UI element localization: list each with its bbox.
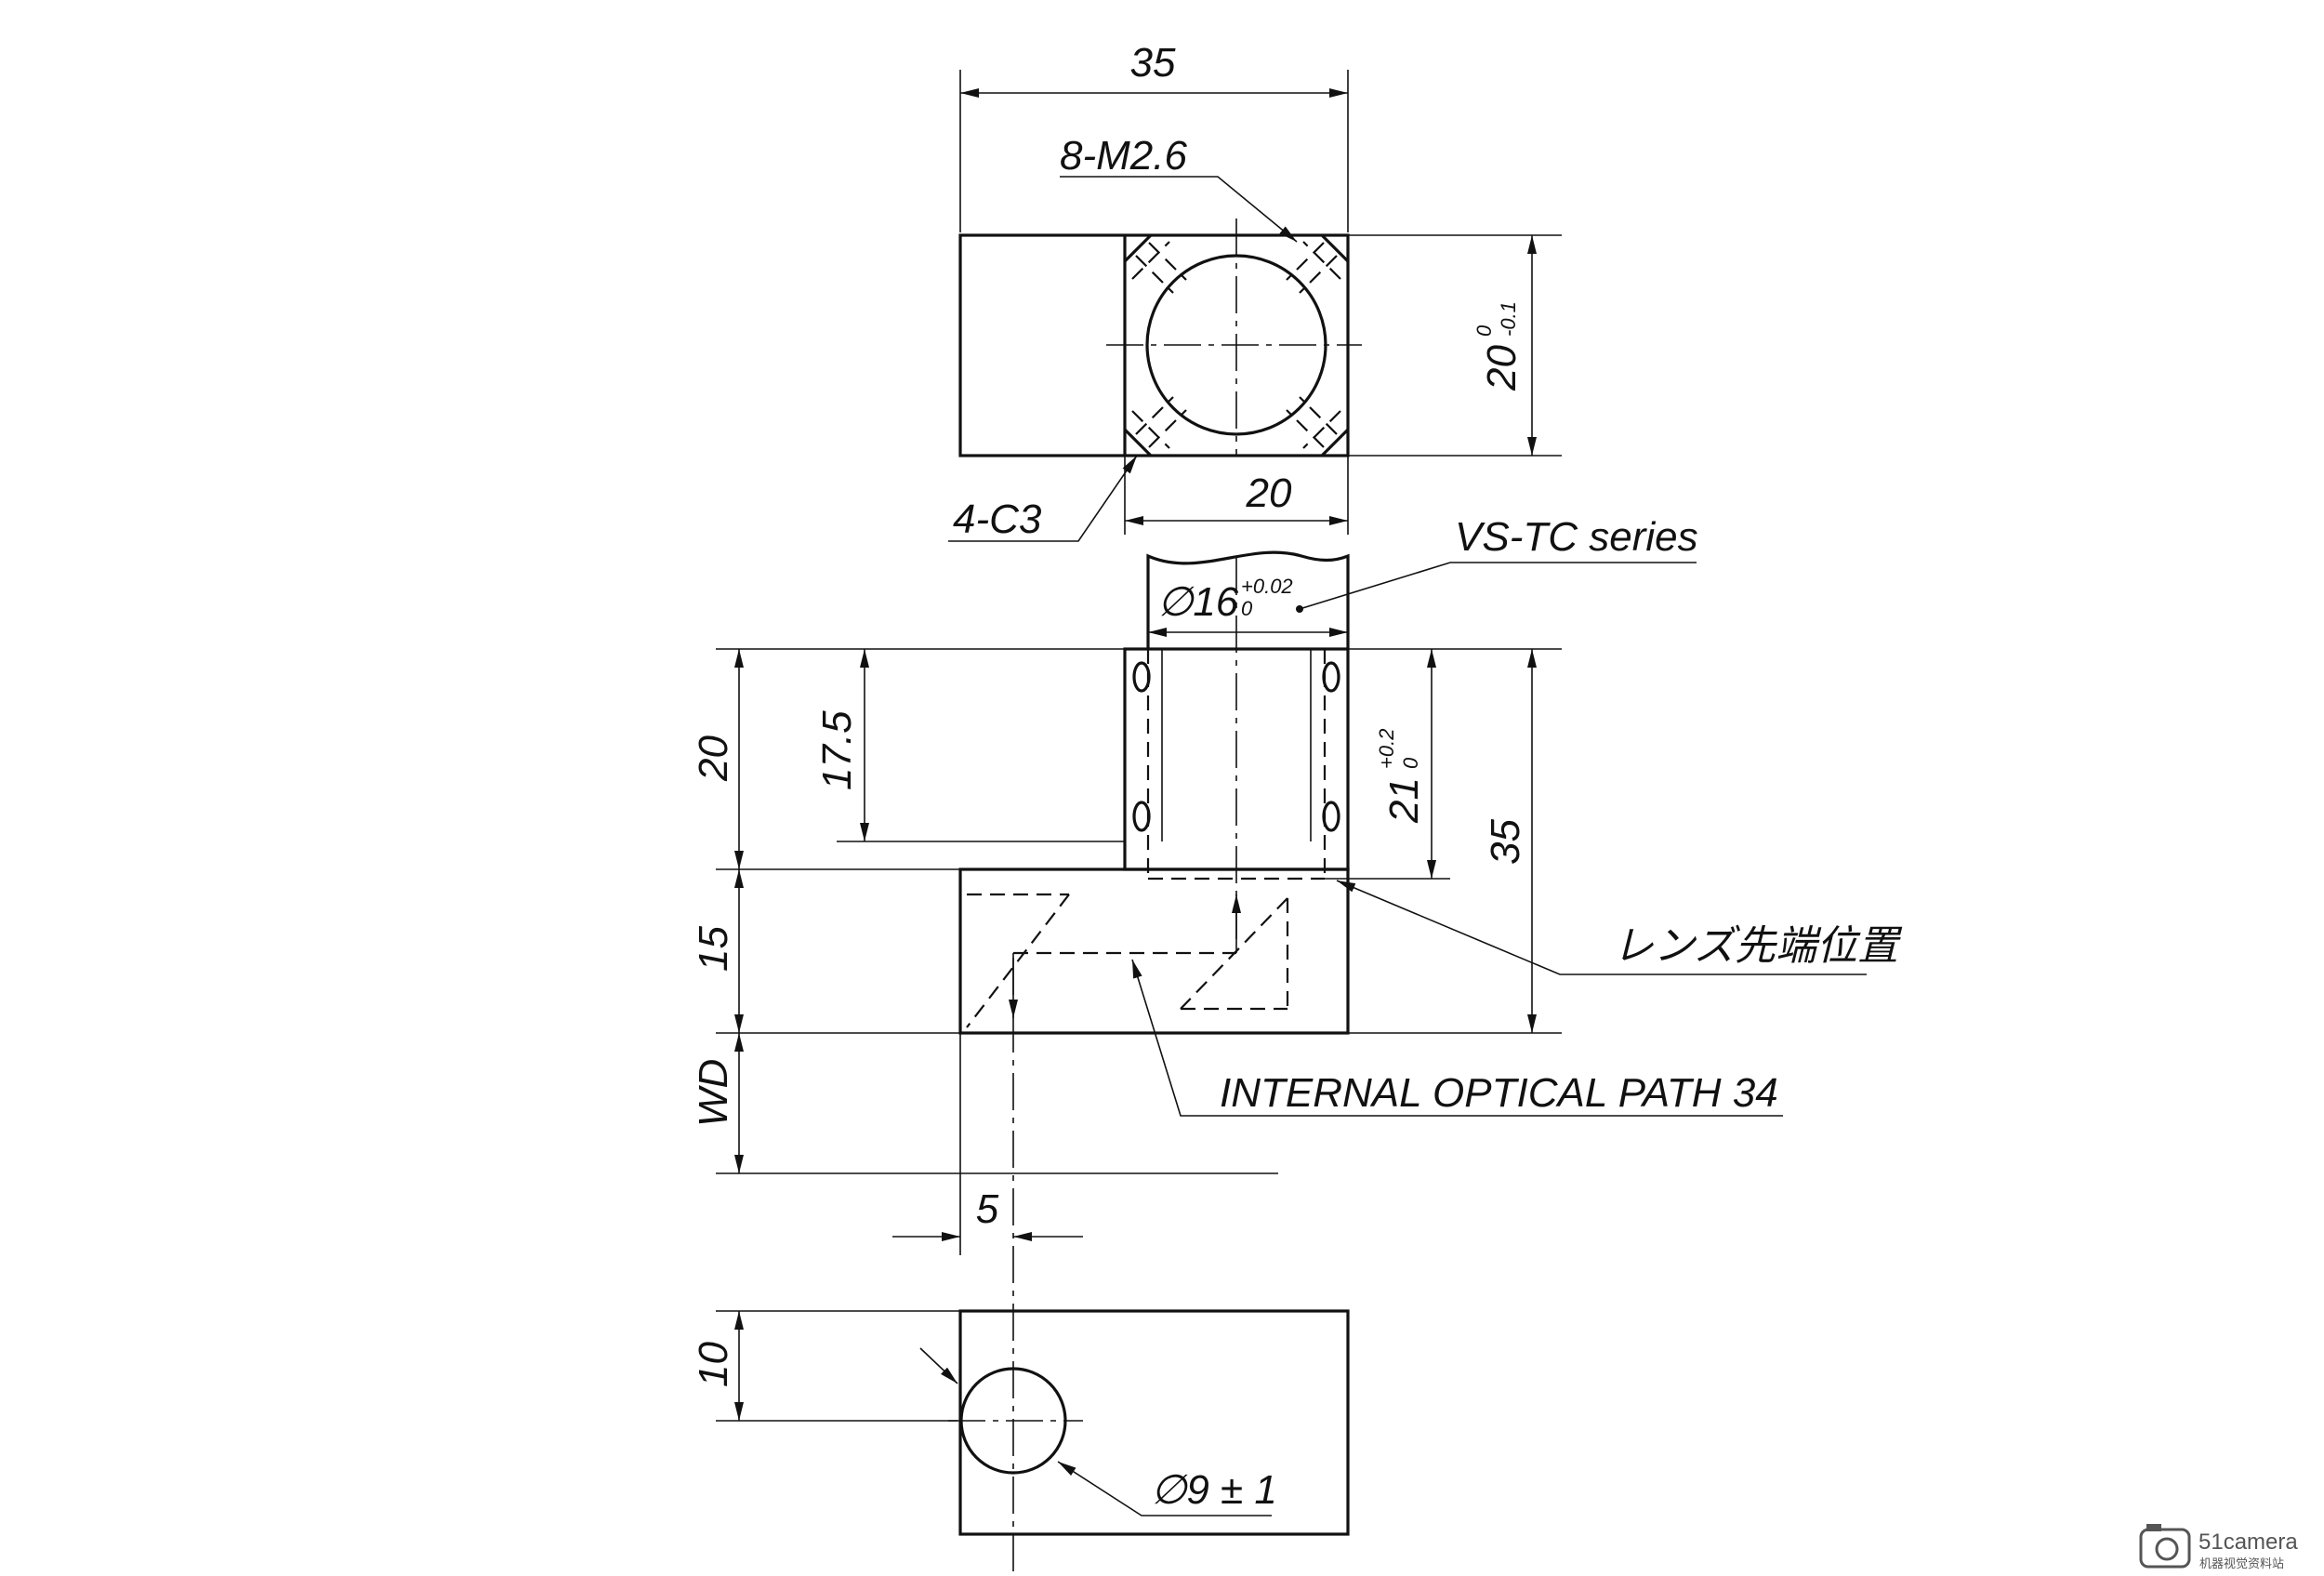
bore-label: ∅16	[1157, 579, 1239, 625]
dim-21-tol-lower: 0	[1399, 757, 1422, 769]
side-view: ∅16 +0.02 0 VS-TC series I	[691, 514, 1903, 1571]
chamfer-label: 4-C3	[953, 497, 1042, 542]
dim-21: 21	[1381, 777, 1427, 824]
dim-window-width: 20	[1246, 470, 1292, 516]
bore-tol-lower: 0	[1241, 597, 1253, 620]
mount-holes	[1132, 661, 1340, 832]
bore-tol-upper: +0.02	[1241, 575, 1293, 598]
watermark-brand: 51camera	[2199, 1530, 2298, 1555]
dim-height-tol-lower: -0.1	[1497, 301, 1520, 337]
watermark: 51camera 机器视觉资料站	[2139, 1524, 2298, 1570]
aperture-label: ∅9 ± 1	[1151, 1467, 1277, 1513]
dim-21-tol-upper: +0.2	[1375, 729, 1398, 769]
dim-10: 10	[691, 1342, 736, 1387]
lens-tip-label: レンズ先端位置	[1613, 923, 1903, 969]
dim-height-tol-upper: 0	[1472, 324, 1496, 337]
dim-35-side: 35	[1483, 819, 1528, 865]
hole-spec-label: 8-M2.6	[1060, 133, 1187, 179]
dim-height-main: 20	[1479, 345, 1525, 391]
dim-20-side: 20	[691, 735, 736, 782]
camera-logo-icon	[2139, 1524, 2191, 1569]
watermark-sub: 机器视觉资料站	[2199, 1556, 2284, 1570]
screw-holes	[1131, 241, 1341, 449]
optical-path-label: INTERNAL OPTICAL PATH 34	[1220, 1070, 1778, 1116]
dim-top-width: 35	[1130, 40, 1176, 86]
top-view: 35 8-M2.6 20 0 -0.1 4-C3 20	[948, 40, 1562, 542]
dim-wd: WD	[691, 1059, 736, 1127]
dim-17-5: 17.5	[814, 710, 860, 790]
series-label: VS-TC series	[1455, 514, 1698, 560]
dim-offset: 5	[976, 1186, 999, 1232]
bottom-view: 10 ∅9 ± 1	[691, 1309, 1350, 1536]
dim-15: 15	[691, 926, 736, 972]
